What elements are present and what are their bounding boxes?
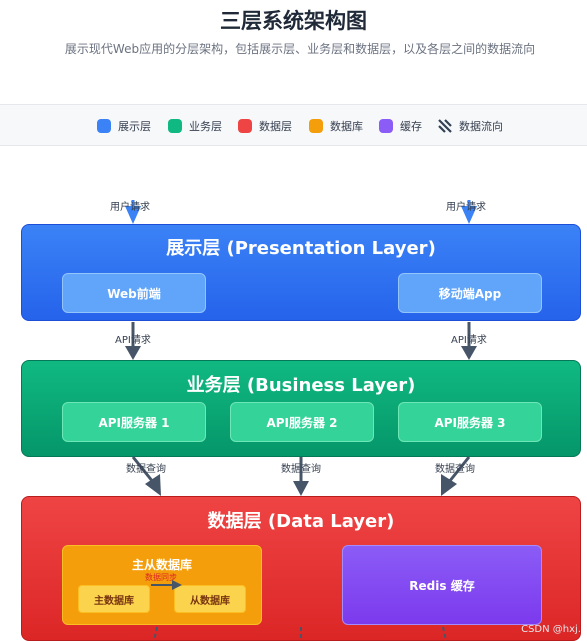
watermark: CSDN @hxj. (521, 624, 581, 635)
legend-item-business: 业务层 (168, 118, 222, 134)
page-title: 三层系统架构图 (220, 9, 367, 33)
api-request-label-2: API请求 (451, 335, 487, 346)
user-request-label-2: 用户请求 (446, 202, 486, 213)
data-query-label-3: 数据查询 (435, 464, 475, 475)
legend-item-flow: 数据流向 (438, 118, 503, 134)
legend-label: 展示层 (118, 120, 151, 133)
legend-swatch-blue (97, 119, 111, 133)
legend-label: 数据库 (330, 120, 363, 133)
data-query-label-1: 数据查询 (126, 464, 166, 475)
api-server-3-box[interactable]: API服务器 3 (398, 402, 542, 442)
legend-label: 业务层 (189, 120, 222, 133)
data-sync-label: 数据同步 (145, 573, 177, 582)
legend-label: 缓存 (400, 120, 422, 133)
user-request-label-1: 用户请求 (110, 202, 150, 213)
hatch-arrow-icon (438, 119, 452, 133)
mobile-app-box[interactable]: 移动端App (398, 273, 542, 313)
data-query-label-2: 数据查询 (281, 464, 321, 475)
api-request-label-1: API请求 (115, 335, 151, 346)
legend: 展示层 业务层 数据层 数据库 缓存 数据流向 (0, 104, 587, 146)
legend-swatch-orange (309, 119, 323, 133)
master-db-box[interactable]: 主数据库 (78, 585, 150, 613)
redis-cache-box[interactable]: Redis 缓存 (342, 545, 542, 625)
presentation-layer: 展示层 (Presentation Layer) Web前端 移动端App (21, 224, 581, 321)
legend-item-cache: 缓存 (379, 118, 422, 134)
db-cluster-box[interactable]: 主从数据库 主数据库 从数据库 (62, 545, 262, 625)
web-frontend-box[interactable]: Web前端 (62, 273, 206, 313)
legend-label: 数据层 (259, 120, 292, 133)
data-layer-title: 数据层 (Data Layer) (207, 511, 395, 532)
legend-item-database: 数据库 (309, 118, 363, 134)
legend-label: 数据流向 (459, 120, 503, 133)
db-cluster-title: 主从数据库 (131, 558, 192, 572)
legend-swatch-green (168, 119, 182, 133)
slave-db-box[interactable]: 从数据库 (174, 585, 246, 613)
business-layer: 业务层 (Business Layer) API服务器 1 API服务器 2 A… (21, 360, 581, 457)
legend-swatch-red (238, 119, 252, 133)
business-layer-title: 业务层 (Business Layer) (186, 375, 416, 396)
header: 三层系统架构图 展示现代Web应用的分层架构，包括展示层、业务层和数据层，以及各… (0, 0, 587, 104)
api-server-2-box[interactable]: API服务器 2 (230, 402, 374, 442)
api-server-1-box[interactable]: API服务器 1 (62, 402, 206, 442)
legend-item-presentation: 展示层 (97, 118, 151, 134)
legend-swatch-purple (379, 119, 393, 133)
data-layer: 数据层 (Data Layer) 主从数据库 主数据库 从数据库 Redis 缓… (21, 496, 581, 641)
legend-item-data: 数据层 (238, 118, 292, 134)
presentation-layer-title: 展示层 (Presentation Layer) (166, 238, 436, 259)
page-subtitle: 展示现代Web应用的分层架构，包括展示层、业务层和数据层，以及各层之间的数据流向 (64, 42, 536, 56)
